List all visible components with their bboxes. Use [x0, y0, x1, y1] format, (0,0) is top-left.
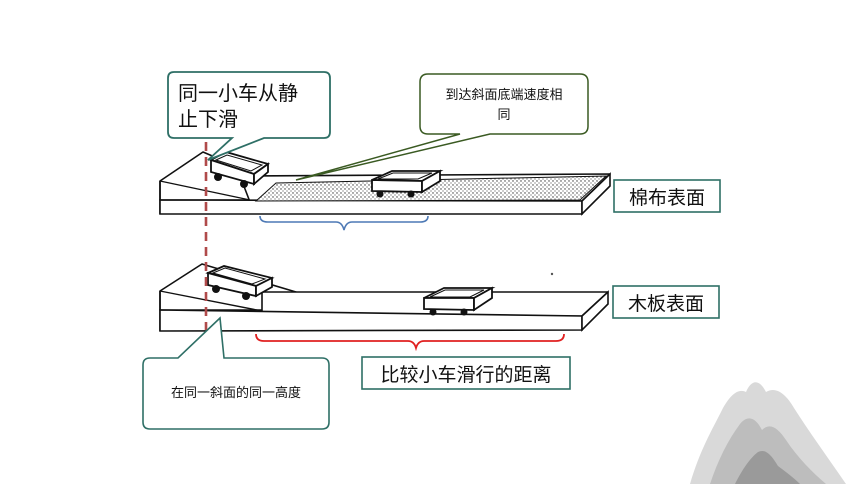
stray-dot [550, 272, 554, 276]
label-compare-distance: 比较小车滑行的距离 [361, 356, 571, 390]
cart-bottom-ramp [205, 265, 275, 300]
wood-distance-brace [255, 333, 565, 352]
callout-same-cart-line2: 止下滑 [178, 107, 238, 131]
wood-surface-text: 木板表面 [628, 293, 704, 315]
cart-top-ramp [208, 151, 271, 188]
label-cotton-surface: 棉布表面 [613, 179, 721, 213]
callout-same-cart: 同一小车从静 止下滑 [167, 71, 331, 161]
cart-wood [423, 286, 496, 316]
cart-cotton [371, 169, 444, 198]
callout-same-speed-line1: 到达斜面底端速度相 [445, 87, 562, 103]
callout-same-height-text: 在同一斜面的同一高度 [171, 385, 301, 401]
compare-distance-text: 比较小车滑行的距离 [380, 364, 551, 386]
callout-same-cart-line1: 同一小车从静 [178, 81, 298, 105]
callout-same-speed: 到达斜面底端速度相 同 [295, 73, 589, 181]
label-wood-surface: 木板表面 [612, 285, 720, 319]
ink-mountain-decoration [690, 382, 846, 484]
callout-same-speed-line2: 同 [497, 108, 510, 123]
cotton-distance-brace [259, 215, 429, 231]
callout-same-height: 在同一斜面的同一高度 [142, 316, 330, 430]
cotton-surface-text: 棉布表面 [629, 187, 705, 209]
